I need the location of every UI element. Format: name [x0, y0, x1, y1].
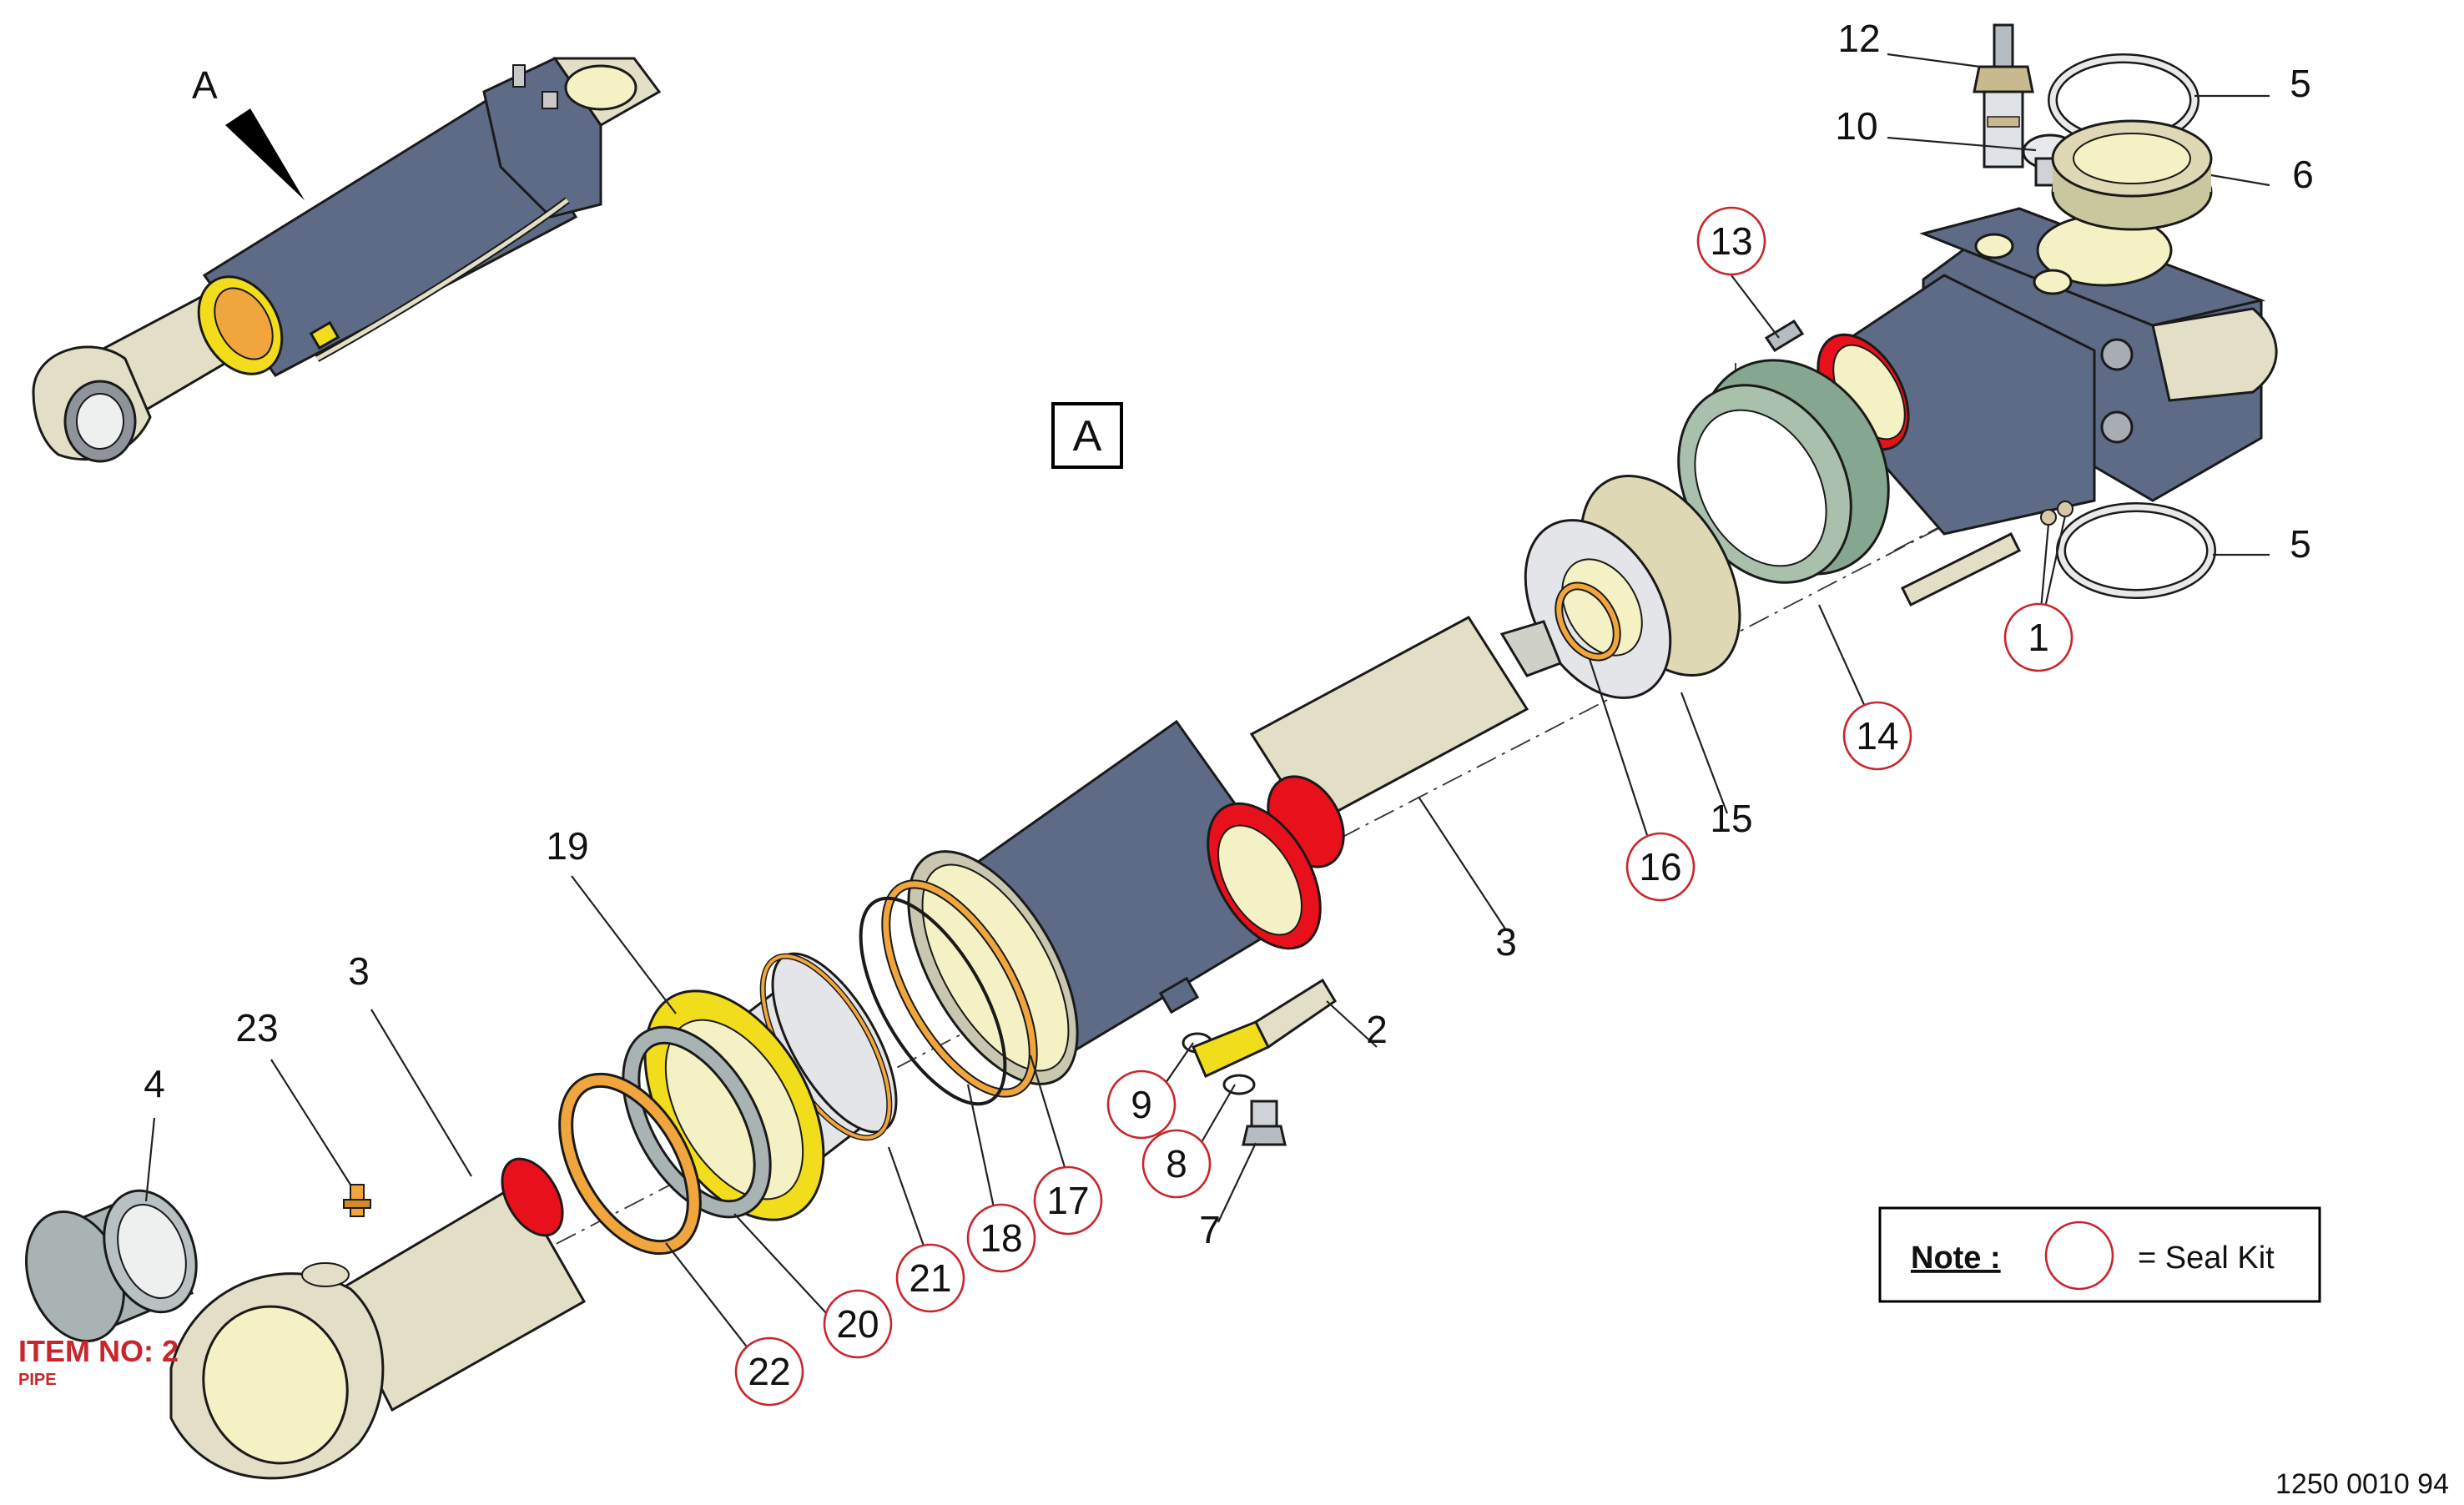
callout-c19: 19 — [546, 824, 588, 868]
callout-c21: 21 — [895, 1243, 965, 1313]
callout-c7: 7 — [1199, 1208, 1221, 1251]
callout-number: 23 — [235, 1006, 278, 1049]
callout-c22: 22 — [734, 1336, 804, 1407]
circlip-bottom — [2056, 502, 2216, 599]
callout-number: 3 — [1495, 920, 1517, 964]
seal-kit-ring — [1625, 832, 1696, 902]
callout-number: 10 — [1835, 104, 1877, 148]
callout-number: 1 — [2028, 616, 2049, 659]
view-letter: A — [192, 63, 218, 107]
callout-c3a: 3 — [1495, 920, 1517, 964]
callout-number: 20 — [836, 1302, 879, 1346]
callout-c5a: 5 — [2290, 62, 2311, 105]
bushing-4-part — [25, 1189, 198, 1342]
callout-number: 15 — [1710, 797, 1752, 840]
callout-c20: 20 — [823, 1289, 893, 1359]
item-stamp-line2: PIPE — [18, 1371, 57, 1389]
banjo-fitting-part — [1182, 978, 1338, 1146]
note-legend: Note : = Seal Kit — [1878, 1206, 2321, 1303]
seal-kit-ring — [1141, 1129, 1212, 1199]
seal-kit-ring — [823, 1289, 893, 1359]
view-box-label: A — [1073, 412, 1102, 461]
seal-kit-ring — [966, 1203, 1036, 1273]
seal-kit-ring — [1033, 1165, 1103, 1236]
callout-number: 19 — [546, 824, 588, 868]
bushing-part — [2051, 119, 2213, 231]
drawing-number: 1250 0010 94 — [2275, 1468, 2449, 1500]
piston-seal-part — [1677, 359, 1890, 584]
seal-kit-ring — [2003, 602, 2073, 672]
callout-c9: 9 — [1106, 1070, 1177, 1140]
item-stamp-line1: ITEM NO: 2 — [18, 1334, 179, 1368]
callout-number: 3 — [348, 949, 370, 993]
callout-number: 21 — [909, 1256, 951, 1300]
seal-kit-ring — [1696, 206, 1766, 276]
callout-number: 16 — [1639, 845, 1681, 888]
callout-c4: 4 — [144, 1062, 165, 1105]
callout-c5b: 5 — [2290, 522, 2311, 566]
callout-number: 5 — [2290, 62, 2311, 105]
pin-part — [1900, 531, 2022, 607]
gland-part — [643, 952, 898, 1221]
callout-c16: 16 — [1625, 832, 1696, 902]
ring-18 — [859, 896, 1007, 1106]
note-label: Note : — [1911, 1241, 2001, 1276]
seal-kit-ring — [734, 1336, 804, 1407]
callout-number: 6 — [2292, 153, 2314, 196]
callout-number: 13 — [1710, 219, 1752, 263]
callout-number: 18 — [980, 1216, 1022, 1260]
callout-c3b: 3 — [348, 949, 370, 993]
callout-c15: 15 — [1710, 797, 1752, 840]
callout-c2: 2 — [1366, 1008, 1388, 1051]
callout-c1: 1 — [2003, 602, 2073, 672]
seal-kit-ring — [1106, 1070, 1177, 1140]
callout-c10: 10 — [1835, 104, 1877, 148]
note-legend-text: = Seal Kit — [2138, 1241, 2275, 1276]
relief-valve-part — [1973, 23, 2034, 169]
callout-number: 5 — [2290, 522, 2311, 566]
callout-number: 4 — [144, 1062, 165, 1105]
seal-kit-ring — [895, 1243, 965, 1313]
rod-eye-part — [169, 1157, 587, 1480]
callout-number: 14 — [1856, 714, 1898, 758]
callout-number: 2 — [1366, 1008, 1388, 1051]
callout-number: 8 — [1166, 1142, 1187, 1185]
cylinder-head — [1817, 207, 2278, 536]
assembled-cylinder-inset — [32, 57, 662, 463]
callout-number: 12 — [1837, 17, 1880, 60]
grease-nipple-part — [343, 1184, 371, 1217]
callout-number: 22 — [748, 1350, 790, 1393]
seal-kit-symbol — [2044, 1221, 2114, 1291]
callout-number: 7 — [1199, 1208, 1221, 1251]
seal-kit-ring — [1842, 701, 1912, 771]
callout-c23: 23 — [235, 1006, 278, 1049]
callout-c17: 17 — [1033, 1165, 1103, 1236]
callout-number: 17 — [1046, 1179, 1089, 1222]
view-box — [1051, 402, 1123, 469]
callout-c8: 8 — [1141, 1129, 1212, 1199]
callout-c6: 6 — [2292, 153, 2314, 196]
callout-c13: 13 — [1696, 206, 1766, 276]
callout-number: 9 — [1131, 1083, 1152, 1126]
piston-part — [1524, 475, 1741, 699]
callout-c18: 18 — [966, 1203, 1036, 1273]
callout-c14: 14 — [1842, 701, 1912, 771]
callout-c12: 12 — [1837, 17, 1880, 60]
